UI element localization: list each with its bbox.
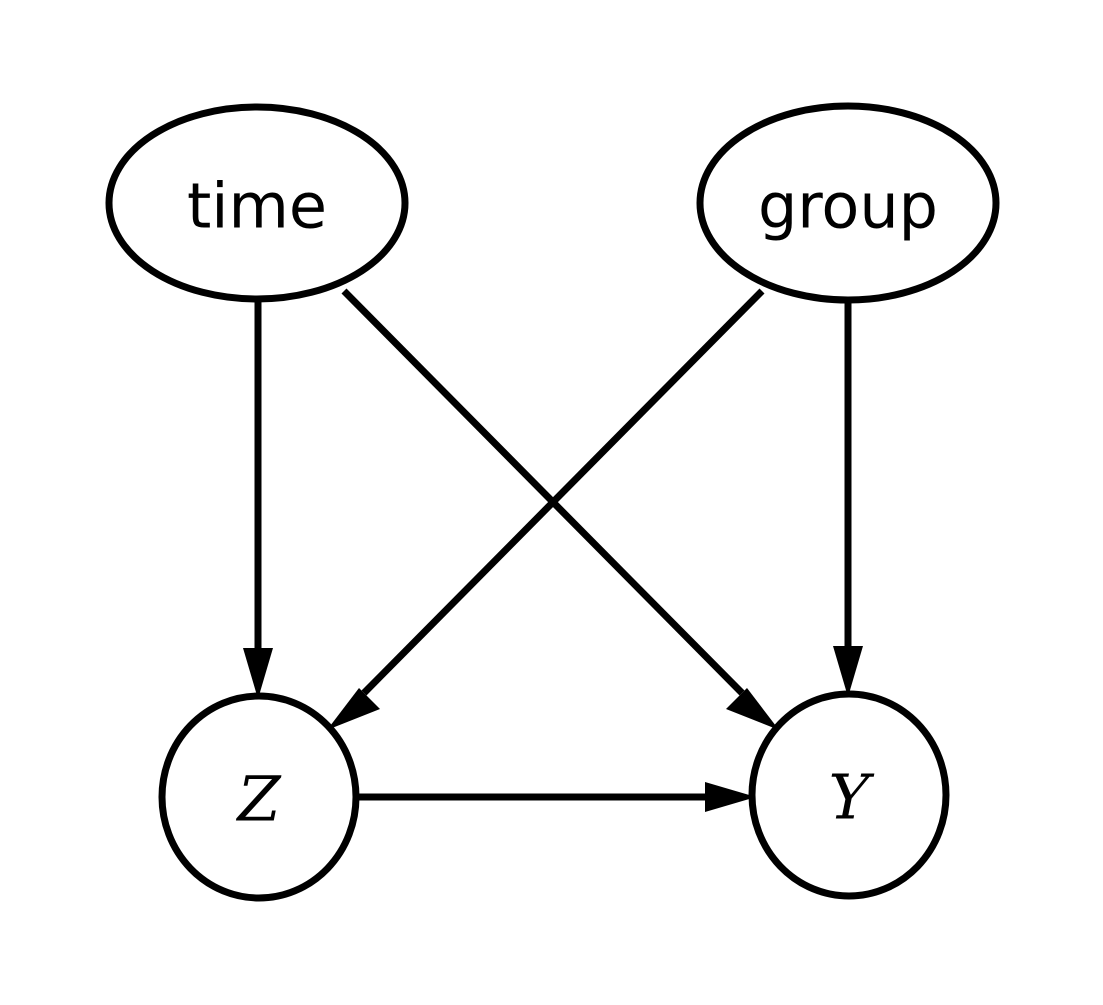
edge-group-to-Z-line [361,288,765,696]
node-time-ellipse [105,103,409,303]
node-Z-label: Z [235,763,281,836]
edge-Z-to-Y-arrowhead [705,782,756,812]
edge-layer [243,288,863,812]
edge-group-to-Z[interactable] [327,288,765,730]
edge-Z-to-Y[interactable] [357,782,756,812]
node-Y[interactable]: Y [748,690,950,900]
node-group-label: group [758,170,938,243]
edge-time-to-Z-arrowhead [243,648,273,699]
edge-group-to-Y-arrowhead [833,646,863,697]
edge-time-to-Y-arrowhead [726,688,779,730]
edge-time-to-Y[interactable] [341,288,779,730]
node-Z-circle [158,692,360,902]
node-group[interactable]: group [696,102,1000,304]
node-layer: time group Z Y [105,102,1000,902]
node-time-label: time [187,170,327,243]
node-Y-label: Y [829,761,875,834]
edge-time-to-Y-line [341,288,745,696]
node-group-ellipse [696,102,1000,304]
edge-group-to-Y[interactable] [833,302,863,697]
edge-group-to-Z-arrowhead [327,688,380,730]
node-Y-circle [748,690,950,900]
node-Z[interactable]: Z [158,692,360,902]
node-time[interactable]: time [105,103,409,303]
edge-time-to-Z[interactable] [243,300,273,699]
